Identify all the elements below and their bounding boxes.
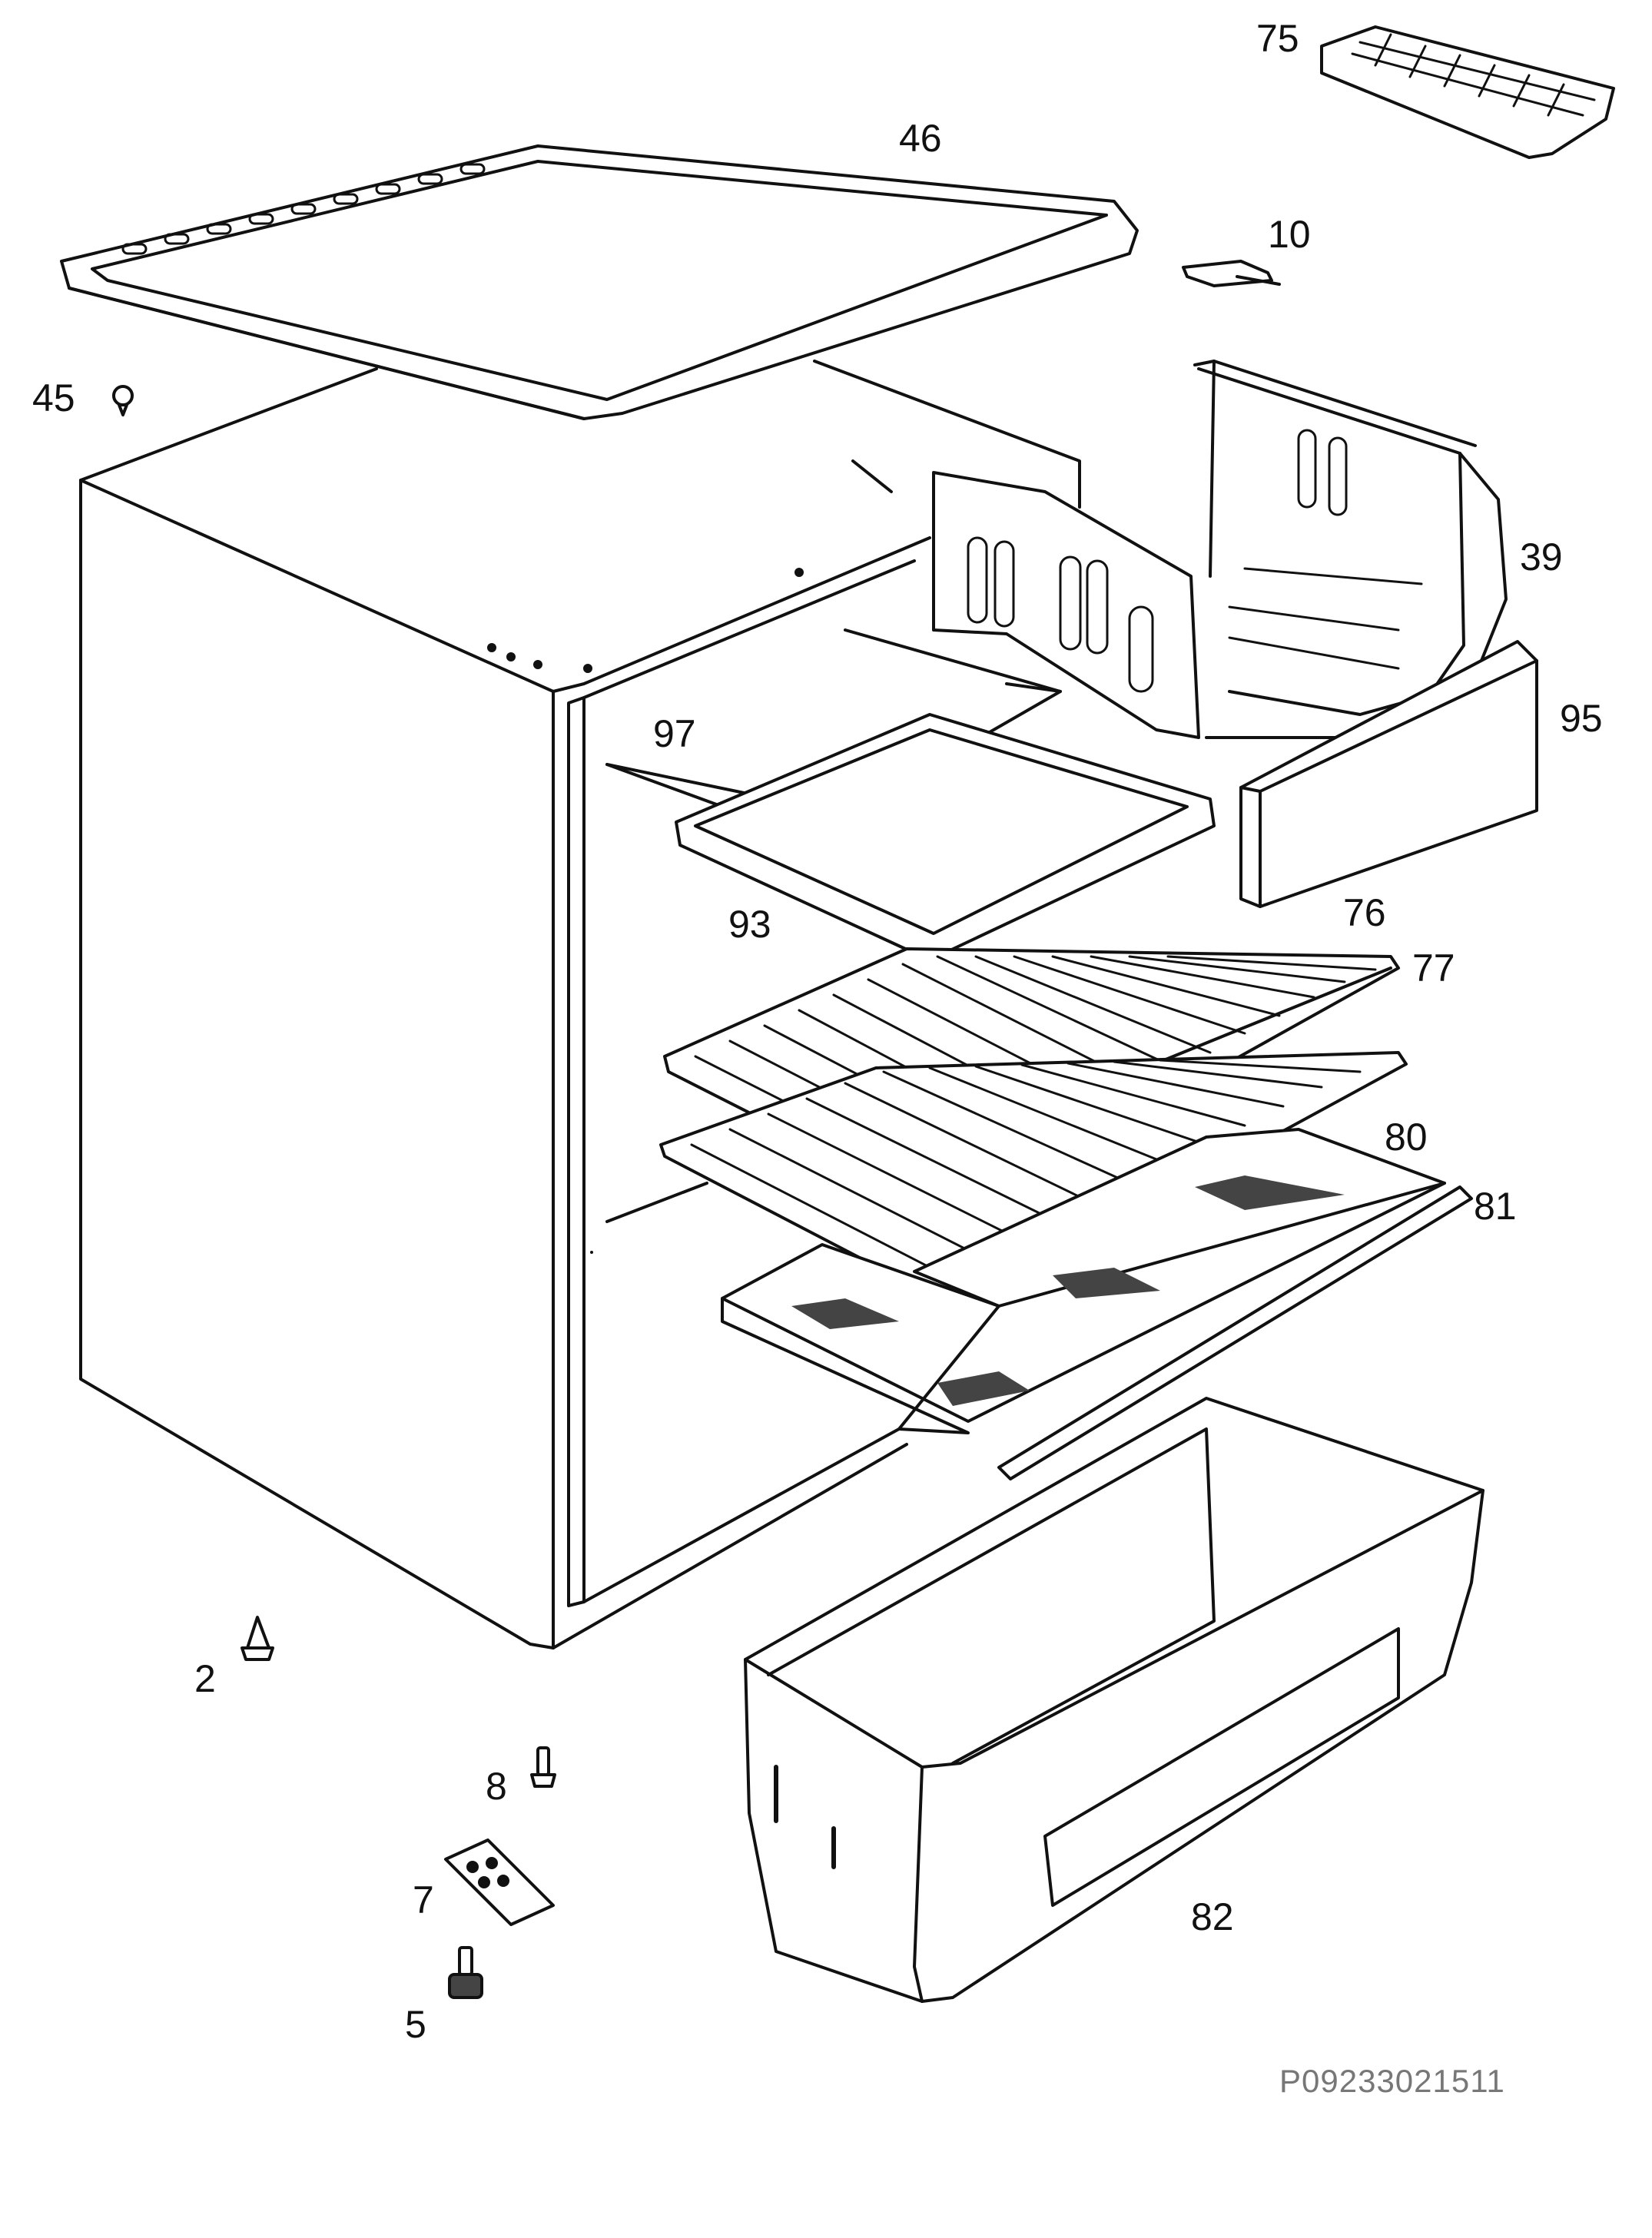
crisper-glass-cover [721,1182,1446,1434]
part-45-plug [112,385,134,416]
callout-8: 8 [486,1765,507,1808]
callout-10: 10 [1268,213,1311,256]
callout-81: 81 [1474,1185,1517,1228]
callout-39: 39 [1520,535,1563,579]
callout-95: 95 [1560,697,1603,740]
callout-46: 46 [899,117,942,160]
part-95-freezer-flap [1239,640,1538,908]
callout-82: 82 [1191,1895,1234,1938]
part-82-crisper-drawer [744,1397,1484,2003]
callout-77: 77 [1412,947,1455,990]
callout-80: 80 [1385,1116,1428,1159]
part-80-glass-shelf [913,1128,1446,1308]
callout-75: 75 [1256,17,1299,60]
reference-code: P09233021511 [1279,2063,1505,2099]
callout-5: 5 [405,2003,426,2046]
part-75-ice-cube-tray [1320,25,1615,159]
callout-93: 93 [728,903,771,946]
part-81-trim-strip [997,1185,1473,1480]
callout-2: 2 [194,1657,216,1700]
part-46-top-cover [60,144,1139,420]
callout-45: 45 [32,376,75,419]
part-8-screw [530,1746,556,1788]
callout-7: 7 [413,1878,434,1921]
part-5-adjustable-foot [448,1946,483,1999]
part-2-foot [241,1616,274,1661]
callout-76: 76 [1343,891,1386,934]
callout-97: 97 [653,712,696,755]
part-10-hinge-bracket [1182,260,1281,287]
cabinet-body [79,360,1081,1649]
part-93-drip-tray [675,713,1216,958]
part-7-hinge-plate [444,1838,555,1926]
